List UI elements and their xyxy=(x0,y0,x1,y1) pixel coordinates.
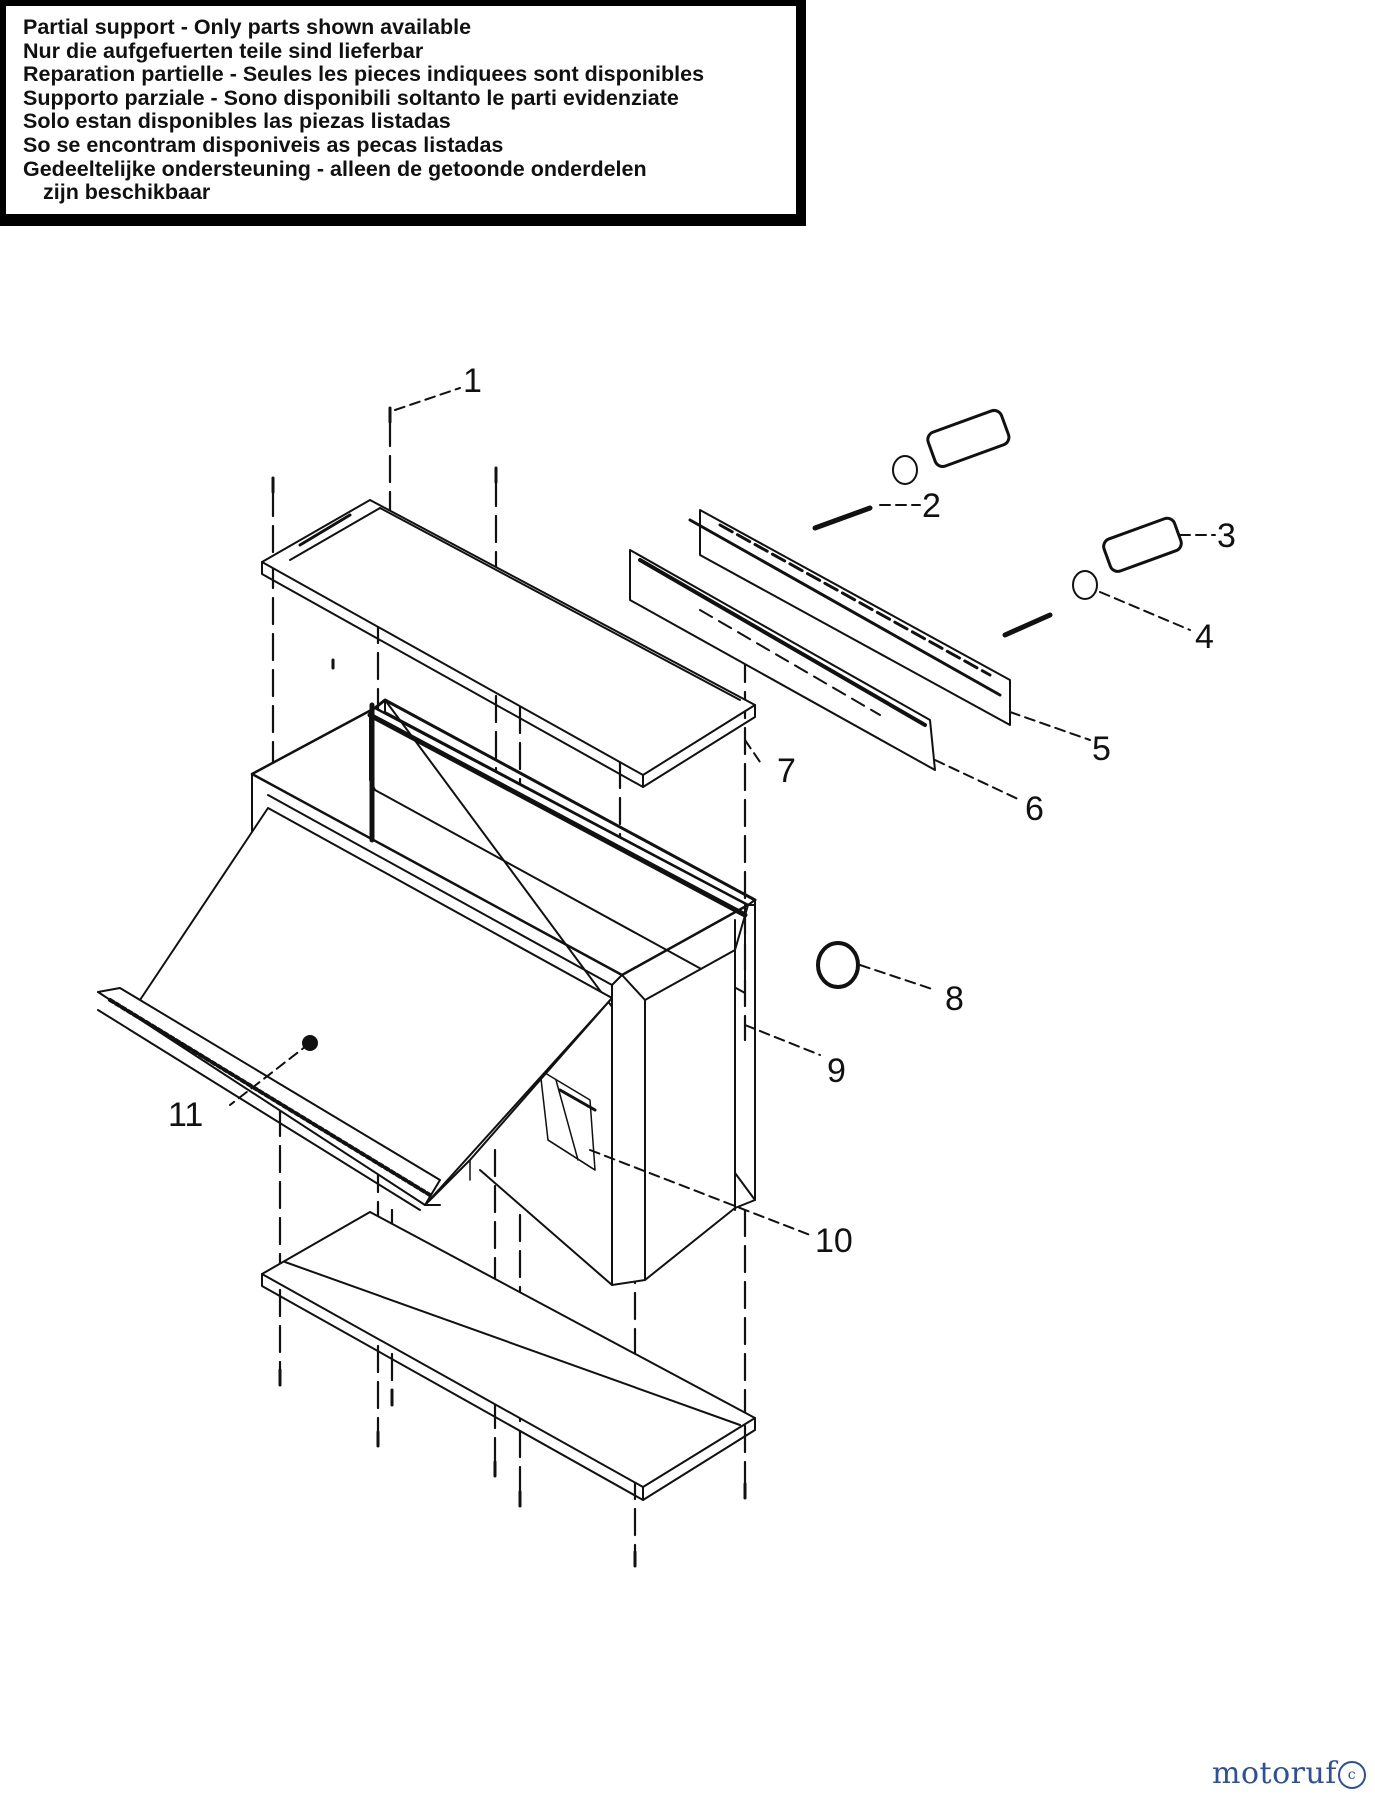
rail-6 xyxy=(629,549,936,771)
callout-7: 7 xyxy=(777,752,796,790)
notice-line-nl: Gedeeltelijke ondersteuning - alleen de … xyxy=(23,156,647,181)
notice-line-pt: So se encontram disponiveis as pecas lis… xyxy=(23,132,504,157)
callout-10: 10 xyxy=(815,1222,853,1260)
notice-line-fr: Reparation partielle - Seules les pieces… xyxy=(23,62,705,87)
watermark-text: motoruf xyxy=(1212,1756,1337,1791)
callout-8: 8 xyxy=(945,980,964,1018)
hardware-2-3-4 xyxy=(812,408,1183,989)
front-flap xyxy=(97,807,613,1211)
notice-line-de: Nur die aufgefuerten teile sind lieferba… xyxy=(23,38,424,63)
callout-5: 5 xyxy=(1092,730,1111,768)
bottom-panel xyxy=(261,1211,756,1501)
callout-6: 6 xyxy=(1025,790,1044,828)
callout-4: 4 xyxy=(1195,618,1214,656)
callout-2: 2 xyxy=(922,487,941,525)
notice-line-en: Partial support - Only parts shown avail… xyxy=(23,15,472,39)
callout-11: 11 xyxy=(168,1096,203,1134)
notice-line-es: Solo estan disponibles las piezas listad… xyxy=(23,109,451,134)
watermark-badge: c xyxy=(1337,1761,1366,1789)
notice-line-it: Supporto parziale - Sono disponibili sol… xyxy=(23,85,679,110)
screws-bottom xyxy=(278,1368,747,1568)
top-panel xyxy=(261,499,756,788)
notice-line-nl-cont: zijn beschikbaar xyxy=(43,180,211,205)
callout-1: 1 xyxy=(463,362,482,400)
callout-9: 9 xyxy=(827,1052,846,1090)
notice-text-panel: Partial support - Only parts shown avail… xyxy=(6,6,796,214)
rail-5 xyxy=(688,509,1011,726)
callout-numbers: 1 2 3 4 5 6 7 8 9 10 11 xyxy=(168,362,1236,1260)
notice-box: Partial support - Only parts shown avail… xyxy=(0,0,806,226)
leader-lines xyxy=(229,387,1216,1236)
callout-3: 3 xyxy=(1217,517,1236,555)
